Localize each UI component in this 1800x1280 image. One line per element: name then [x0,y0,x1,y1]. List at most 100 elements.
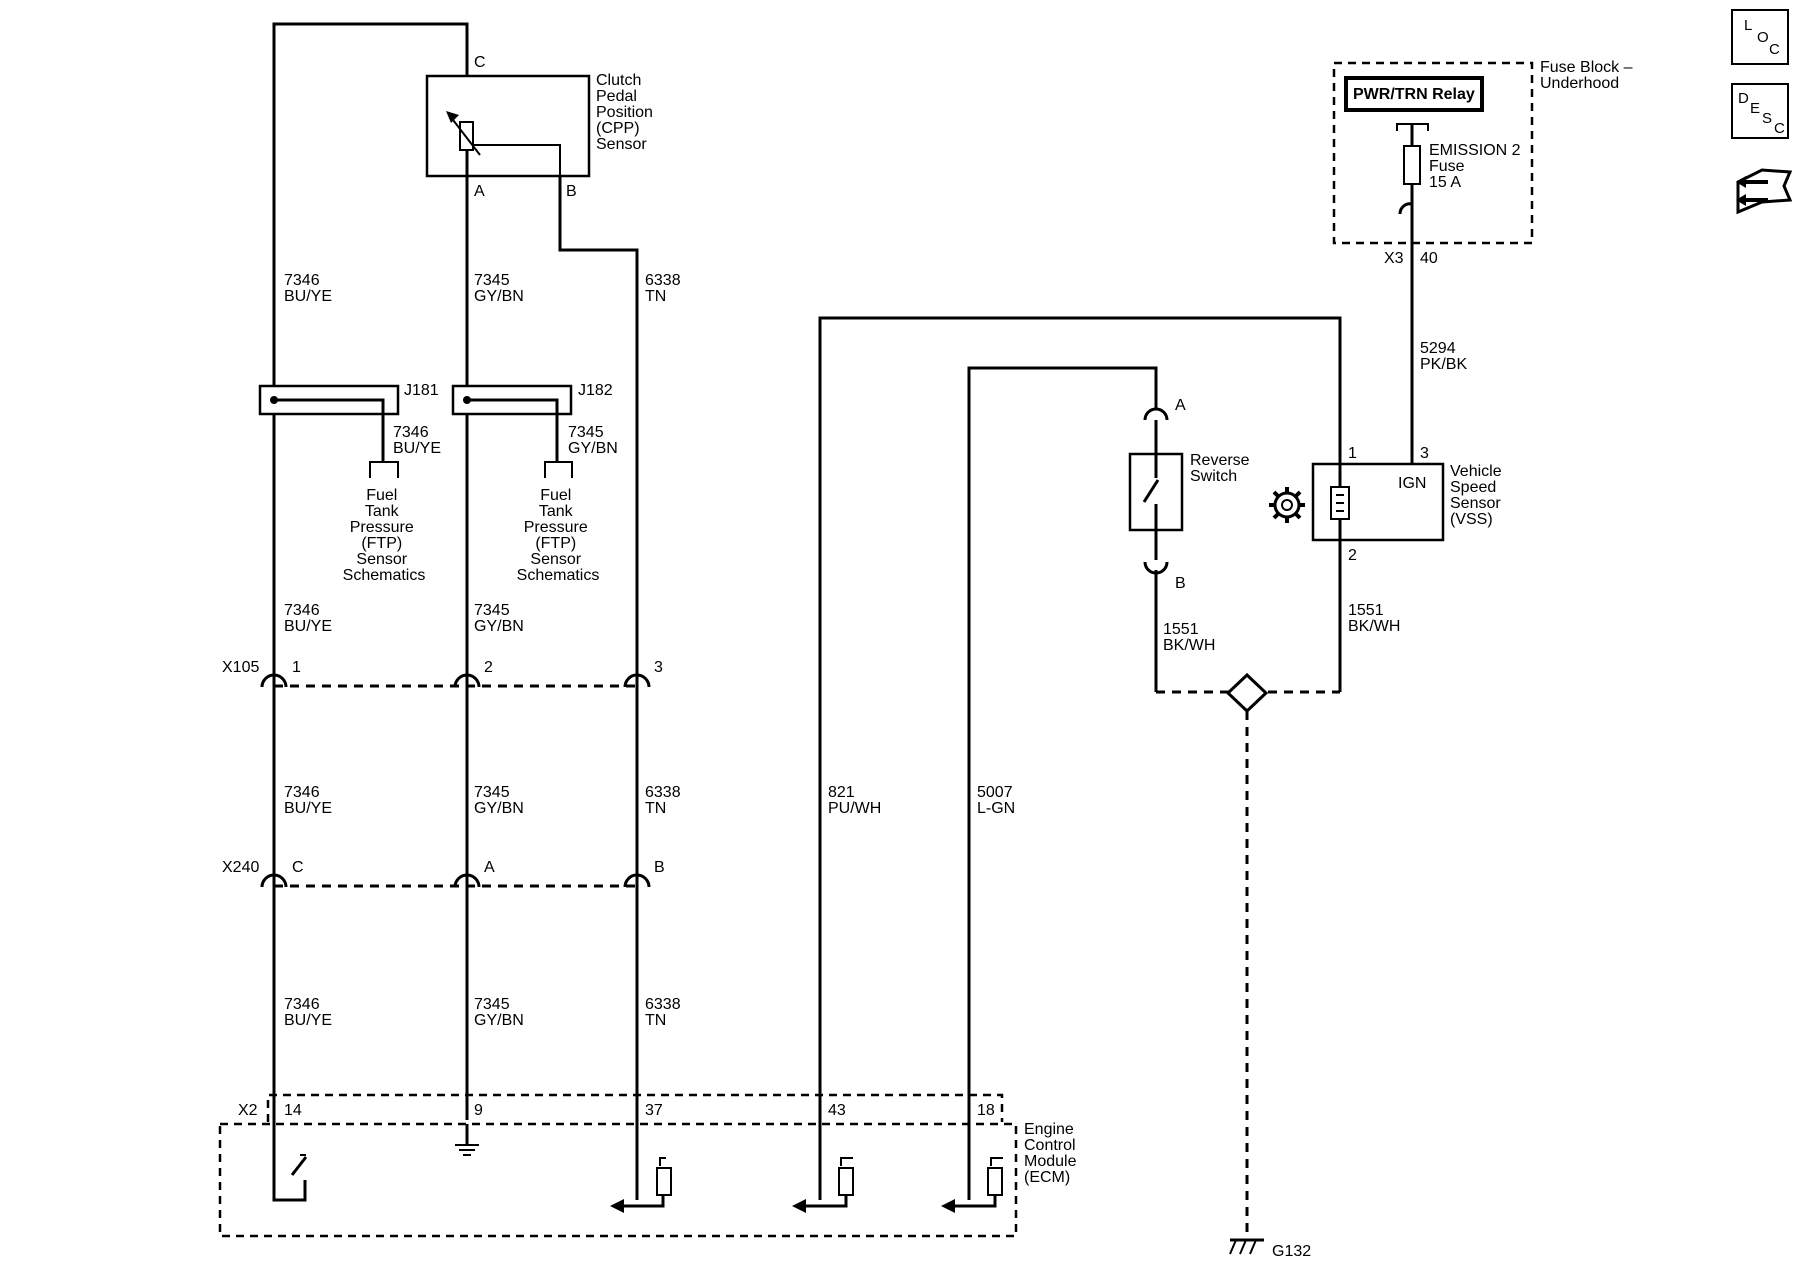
connector-x105 [260,673,651,688]
svg-text:7346: 7346 [393,424,429,441]
svg-text:7345: 7345 [568,424,604,441]
svg-text:5007: 5007 [977,784,1013,801]
wire-label-1551-b: 1551 BK/WH [1348,602,1400,635]
svg-text:BU/YE: BU/YE [284,618,332,635]
svg-text:5294: 5294 [1420,340,1456,357]
wire-label-7346-d: 7346 BU/YE [284,996,332,1029]
ground-label: G132 [1272,1243,1311,1260]
connector-x240-pinA: A [484,859,495,876]
wire-label-7345-d: 7345 GY/BN [474,996,524,1029]
connector-x240 [260,873,651,888]
fuse-block-pin: 40 [1420,250,1438,267]
svg-text:PU/WH: PU/WH [828,800,881,817]
splice-j181-label: J181 [404,382,439,399]
svg-text:GY/BN: GY/BN [474,1012,524,1029]
fuse-block [1332,61,1534,245]
ecm-module [218,1093,1018,1238]
svg-text:GY/BN: GY/BN [474,618,524,635]
vss-ign-label: IGN [1398,475,1426,492]
ecm-label: Engine Control Module (ECM) [1024,1121,1081,1186]
svg-text:BK/WH: BK/WH [1348,618,1400,635]
svg-text:S: S [1762,110,1772,127]
svg-text:C: C [1769,41,1780,58]
wire-label-7346-branch: 7346 BU/YE [393,424,441,457]
wire-label-7345-a: 7345 GY/BN [474,272,524,305]
svg-text:D: D [1738,90,1749,107]
connector-x240-pinC: C [292,859,304,876]
wire-label-7345-b: 7345 GY/BN [474,602,524,635]
connector-tool-icon[interactable] [1736,168,1793,215]
ecm-pin-18: 18 [977,1102,995,1119]
ground-symbol [1229,1238,1264,1255]
cpp-arrow-line [449,115,481,156]
svg-text:PK/BK: PK/BK [1420,356,1467,373]
cpp-pin-b: B [566,183,577,200]
svg-text:GY/BN: GY/BN [474,288,524,305]
wire-label-6338-a: 6338 TN [645,272,681,305]
reverse-switch-pin-b: B [1175,575,1186,592]
svg-text:6338: 6338 [645,784,681,801]
ecm-connector: X2 [238,1102,258,1119]
wire-label-1551-a: 1551 BK/WH [1163,621,1215,654]
svg-text:BU/YE: BU/YE [393,440,441,457]
svg-text:7346: 7346 [284,784,320,801]
cpp-pin-a: A [474,183,485,200]
svg-text:TN: TN [645,800,666,817]
svg-text:O: O [1757,29,1769,46]
svg-text:7345: 7345 [474,996,510,1013]
svg-text:GY/BN: GY/BN [568,440,618,457]
reverse-switch [1128,407,1184,692]
svg-text:E: E [1750,100,1760,117]
svg-text:L-GN: L-GN [977,800,1015,817]
cpp-sensor-box [425,74,591,178]
wire-821 [818,316,1342,1200]
svg-text:7345: 7345 [474,784,510,801]
relay-label: PWR/TRN Relay [1353,86,1475,103]
connector-x105-pin3: 3 [654,659,663,676]
svg-text:1551: 1551 [1163,621,1199,638]
fuse-block-connector: X3 [1384,250,1404,267]
ground-splice [1156,672,1340,1240]
loc-button[interactable]: L O C [1731,9,1789,65]
connector-x240-pinB: B [654,859,665,876]
ecm-pin-43: 43 [828,1102,846,1119]
wire-label-7346-c: 7346 BU/YE [284,784,332,817]
connector-x105-pin2: 2 [484,659,493,676]
fuse-block-title: Fuse Block – Underhood [1540,59,1637,92]
svg-text:BU/YE: BU/YE [284,288,332,305]
svg-text:7346: 7346 [284,272,320,289]
svg-text:BU/YE: BU/YE [284,800,332,817]
vss-pin-3: 3 [1420,445,1429,462]
wire-6338 [558,145,639,1200]
wire-label-6338-d: 6338 TN [645,996,681,1029]
connector-x105-name: X105 [222,659,259,676]
svg-text:6338: 6338 [645,996,681,1013]
svg-text:L: L [1744,17,1752,34]
ftp-ref-2: Fuel Tank Pressure (FTP) Sensor Schemati… [517,487,600,584]
svg-text:6338: 6338 [645,272,681,289]
fuse-label: EMISSION 2 Fuse 15 A [1429,142,1525,191]
svg-text:BK/WH: BK/WH [1163,637,1215,654]
wire-label-6338-c: 6338 TN [645,784,681,817]
splice-j182-label: J182 [578,382,613,399]
vehicle-speed-sensor [1311,245,1445,692]
cpp-wiper [473,144,561,176]
svg-text:TN: TN [645,288,666,305]
svg-text:C: C [1774,120,1785,137]
wire-label-7346-b: 7346 BU/YE [284,602,332,635]
cpp-pin-c: C [474,54,486,71]
svg-text:TN: TN [645,1012,666,1029]
desc-button[interactable]: D E S C [1731,83,1789,139]
svg-text:7345: 7345 [474,272,510,289]
wire-label-7345-branch: 7345 GY/BN [568,424,618,457]
ftp-ref-1: Fuel Tank Pressure (FTP) Sensor Schemati… [343,487,426,584]
vss-pin-1: 1 [1348,445,1357,462]
wire-label-5007: 5007 L-GN [977,784,1015,817]
vss-pin-2: 2 [1348,547,1357,564]
ecm-pin-9: 9 [474,1102,483,1119]
reverse-switch-label: Reverse Switch [1190,452,1254,485]
svg-text:7346: 7346 [284,996,320,1013]
wire-label-7346-a: 7346 BU/YE [284,272,332,305]
splice-j182 [451,384,573,478]
